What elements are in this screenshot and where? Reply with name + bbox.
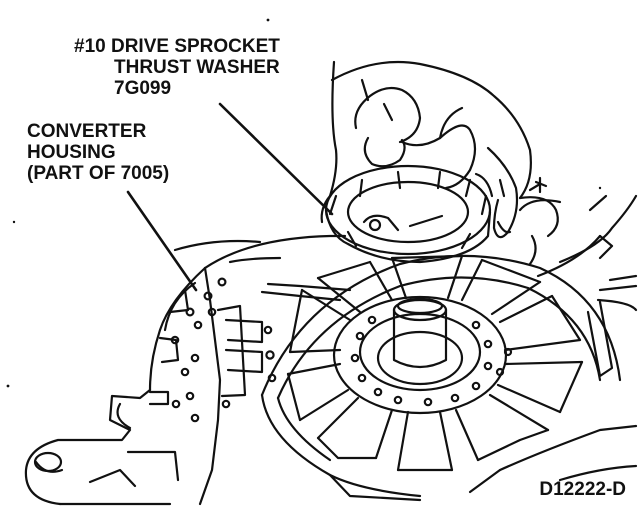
thrust-washer-label: #10 DRIVE SPROCKET THRUST WASHER 7G099: [74, 36, 280, 99]
converter-housing-label-line1: CONVERTER: [27, 121, 147, 142]
sprocket-support: [262, 256, 636, 500]
hand: [322, 62, 558, 264]
converter-housing: [26, 236, 350, 504]
thrust-washer: [326, 166, 490, 262]
thrust-washer-label-line2: THRUST WASHER: [114, 57, 280, 78]
thrust-washer-label-line1: #10 DRIVE SPROCKET: [74, 36, 280, 57]
converter-housing-label-line3: (PART OF 7005): [27, 163, 170, 184]
figure-id: D12222-D: [539, 479, 626, 500]
leader-lines: [128, 104, 332, 290]
converter-housing-label: CONVERTER HOUSING (PART OF 7005): [27, 121, 169, 184]
right-bracket: [520, 196, 636, 376]
housing-leader: [128, 192, 196, 290]
washer-leader: [220, 104, 332, 214]
specks: [6, 18, 602, 388]
converter-housing-label-line2: HOUSING: [27, 142, 116, 163]
thrust-washer-label-line3: 7G099: [114, 78, 172, 99]
